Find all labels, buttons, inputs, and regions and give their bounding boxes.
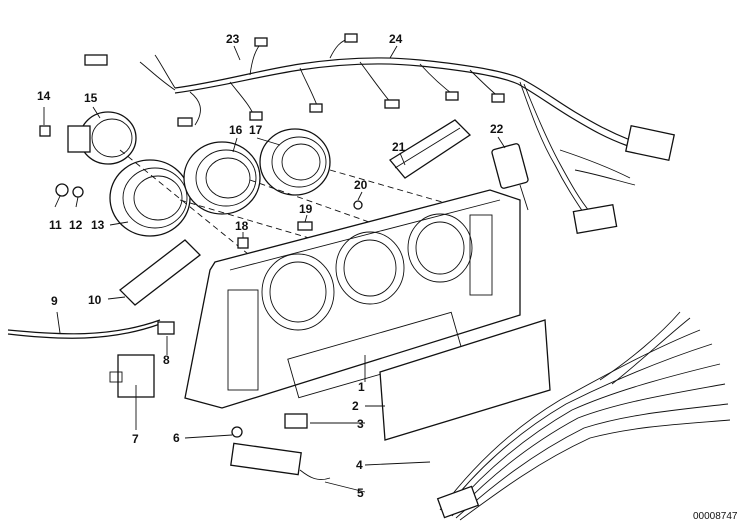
label-8: 8 (163, 353, 170, 367)
document-number: 00008747 (693, 511, 738, 522)
label-15: 15 (84, 91, 98, 105)
label-3: 3 (357, 417, 364, 431)
label-13: 13 (91, 218, 105, 232)
label-4: 4 (356, 458, 363, 472)
cable-9 (7, 319, 161, 339)
connector-block-5 (230, 442, 331, 481)
label-24: 24 (389, 32, 403, 46)
gauge-17 (259, 128, 331, 196)
label-17: 17 (249, 123, 263, 137)
wire-bundle-4 (436, 311, 731, 521)
label-2: 2 (352, 399, 359, 413)
label-7: 7 (132, 432, 139, 446)
label-23: 23 (226, 32, 240, 46)
bracket-21 (389, 119, 472, 179)
label-22: 22 (490, 122, 504, 136)
callout-labels: 1 2 3 4 5 6 7 8 9 10 11 12 13 14 15 16 1… (37, 32, 504, 500)
instrument-panel-housing (184, 189, 521, 409)
wiring-harness (84, 33, 675, 235)
label-18: 18 (235, 219, 249, 233)
small-parts (39, 125, 363, 249)
label-9: 9 (51, 294, 58, 308)
leader-lines (43, 45, 506, 493)
clip-8 (157, 321, 175, 335)
circuit-board-7 (109, 354, 155, 398)
label-16: 16 (229, 123, 243, 137)
label-1: 1 (358, 380, 365, 394)
switch-22 (491, 143, 529, 211)
label-6: 6 (173, 431, 180, 445)
gauge-15 (67, 111, 137, 165)
connector-3 (284, 413, 308, 429)
cover-panel (379, 319, 551, 441)
label-14: 14 (37, 89, 51, 103)
screw-6 (231, 426, 243, 438)
label-11: 11 (49, 218, 62, 232)
gauge-13 (109, 159, 191, 237)
gauge-16 (183, 141, 261, 215)
label-20: 20 (354, 178, 368, 192)
label-10: 10 (88, 293, 102, 307)
label-19: 19 (299, 202, 313, 216)
label-21: 21 (392, 140, 406, 154)
bracket-10 (119, 239, 201, 306)
label-5: 5 (357, 486, 364, 500)
label-12: 12 (69, 218, 83, 232)
